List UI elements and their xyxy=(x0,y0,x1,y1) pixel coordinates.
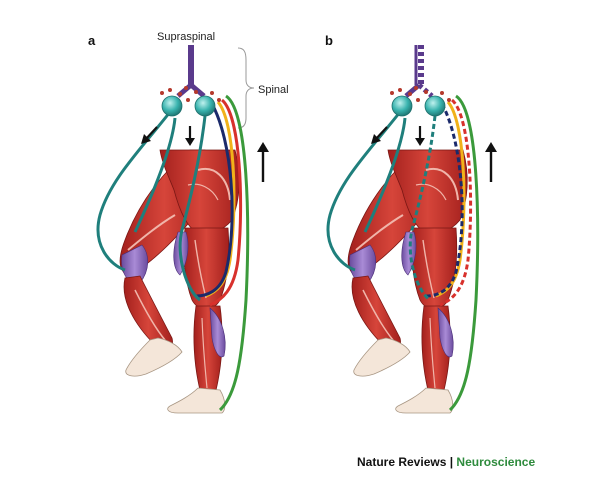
supraspinal-label-a: Supraspinal xyxy=(157,31,215,43)
panel-b: b xyxy=(325,33,497,413)
arrow-down-left-icon xyxy=(141,127,157,144)
supraspinal-tract-a xyxy=(178,45,204,96)
arrow-down-left-icon xyxy=(371,127,387,144)
legs-illustration-b xyxy=(348,150,467,413)
panel-b-letter: b xyxy=(325,33,333,48)
arrow-up-icon xyxy=(257,142,269,182)
arrow-down-icon xyxy=(415,126,425,146)
arrow-up-icon xyxy=(485,142,497,182)
credit-separator: | xyxy=(450,455,453,469)
arrow-down-icon xyxy=(185,126,195,146)
journal-credit: Nature Reviews | Neuroscience xyxy=(357,455,535,469)
spinal-label-a: Spinal xyxy=(258,84,289,96)
credit-journal: Nature Reviews xyxy=(357,455,446,469)
motoneuron-left-a xyxy=(162,96,182,116)
panel-a-letter: a xyxy=(88,33,96,48)
credit-subject: Neuroscience xyxy=(456,455,535,469)
motoneuron-right-b xyxy=(425,96,445,116)
motoneuron-right-a xyxy=(195,96,215,116)
panel-a: a Supraspinal Spinal xyxy=(88,31,289,413)
brace-icon xyxy=(238,48,254,128)
motoneuron-left-b xyxy=(392,96,412,116)
supraspinal-tract-b xyxy=(406,45,432,96)
